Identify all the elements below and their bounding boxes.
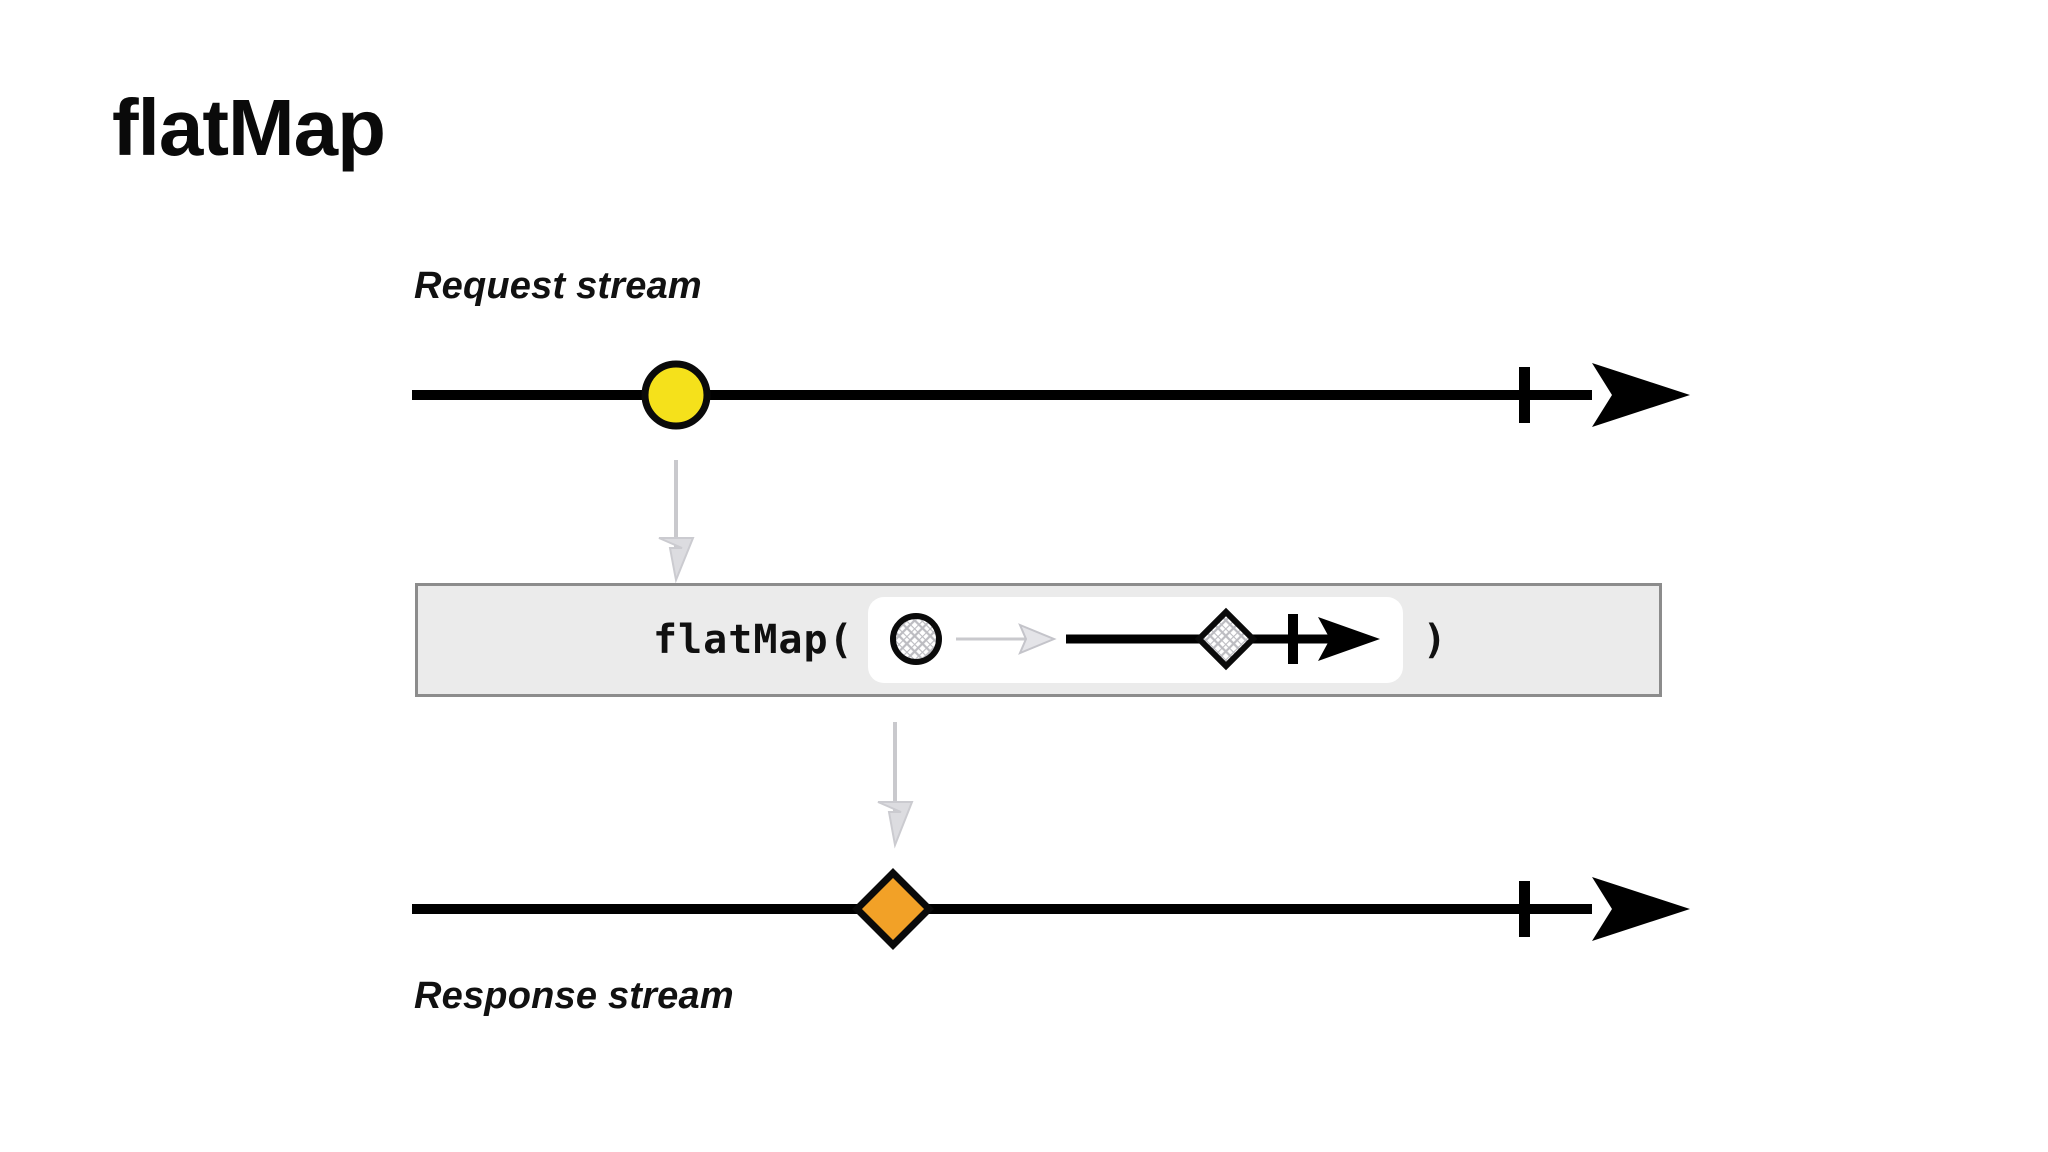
operator-name-prefix: flatMap( [653, 617, 854, 663]
request-to-operator-arrow [658, 460, 695, 584]
inner-result-marble [1194, 607, 1257, 671]
response-marble [852, 868, 934, 950]
response-completion-tick [1519, 881, 1530, 937]
response-stream-axis [412, 877, 1690, 941]
inner-map-arrow [955, 623, 1057, 655]
response-stream-label: Response stream [414, 975, 734, 1017]
inner-stream-graphics [889, 607, 1380, 671]
request-completion-tick [1519, 367, 1530, 423]
request-stream-label: Request stream [414, 265, 702, 307]
request-stream-axis [412, 363, 1690, 427]
operator-box: flatMap( [415, 583, 1662, 697]
request-marble [641, 360, 711, 430]
page-title: flatMap [112, 83, 386, 172]
operator-name-suffix: ) [1422, 617, 1447, 663]
inner-stream-panel [867, 597, 1403, 683]
inner-source-marble [889, 613, 942, 665]
operator-to-response-arrow [877, 722, 914, 849]
inner-completion-tick [1287, 614, 1298, 664]
operator-row: flatMap( [418, 586, 1659, 694]
